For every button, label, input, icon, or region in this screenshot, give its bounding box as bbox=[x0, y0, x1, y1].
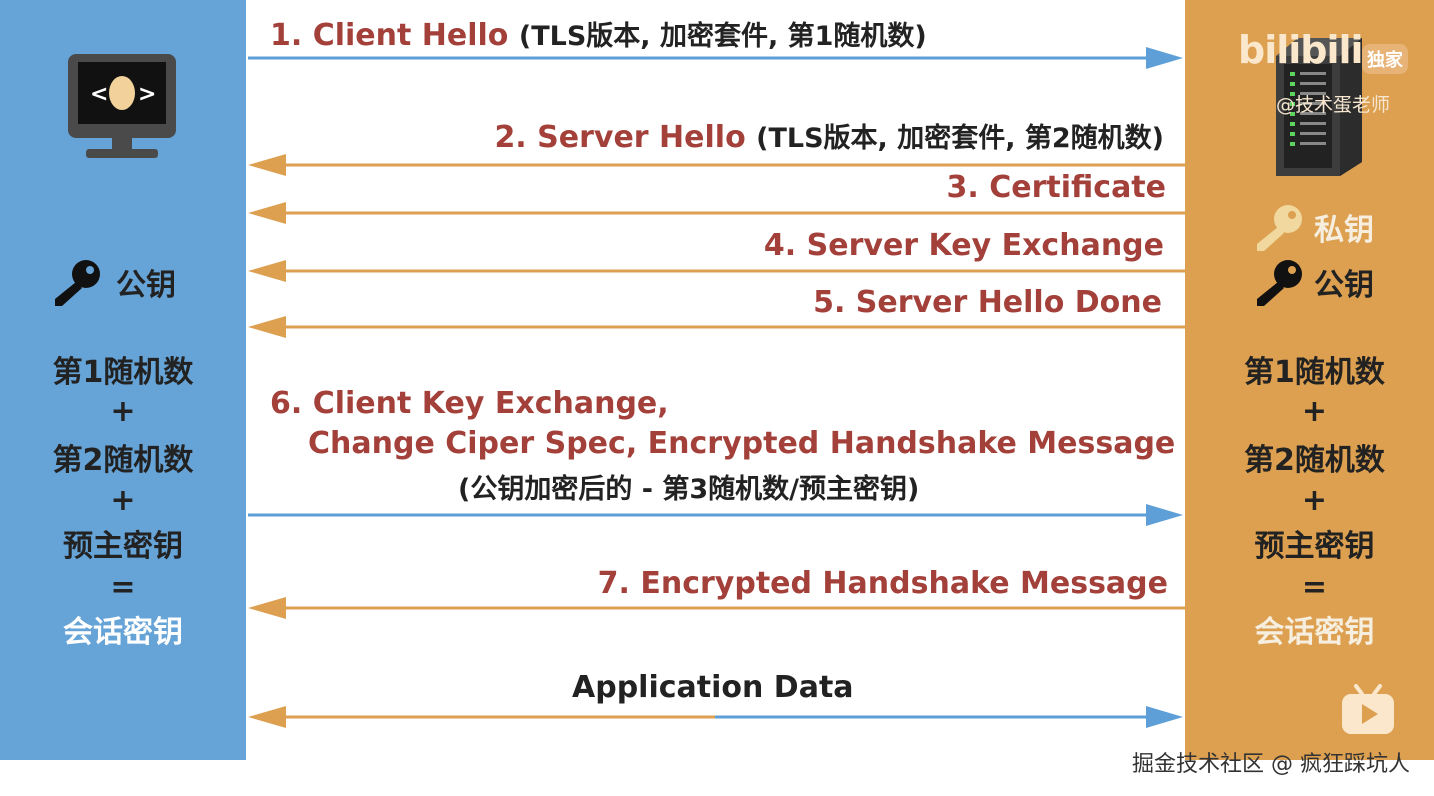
message-server-hello-done: 5. Server Hello Done bbox=[813, 285, 1162, 320]
client-plus-1: + bbox=[110, 394, 136, 429]
arrow-client-hello bbox=[248, 47, 1183, 69]
bilibili-handle: @技术蛋老师 bbox=[1276, 94, 1391, 116]
footer-watermark: 掘金技术社区 @ 疯狂踩坑人 bbox=[1132, 752, 1410, 777]
server-plus-2: + bbox=[1301, 483, 1328, 518]
computer-monitor-icon: < > bbox=[68, 54, 176, 158]
server-random-2: 第2随机数 bbox=[1244, 443, 1385, 478]
message-server-key-exchange: 4. Server Key Exchange bbox=[763, 228, 1164, 263]
server-plus-1: + bbox=[1301, 394, 1328, 429]
message-client-key-exchange-line2: Change Ciper Spec, Encrypted Handshake M… bbox=[308, 426, 1176, 461]
client-session-key: 会话密钥 bbox=[63, 615, 183, 650]
bottom-strip bbox=[0, 760, 1434, 796]
message-client-hello: 1. Client Hello (TLS版本, 加密套件, 第1随机数) bbox=[270, 18, 927, 55]
server-premaster-key: 预主密钥 bbox=[1254, 529, 1375, 564]
client-plus-2: + bbox=[110, 483, 136, 518]
arrow-application-data bbox=[248, 706, 1183, 728]
message-application-data: Application Data bbox=[572, 670, 854, 705]
server-session-key: 会话密钥 bbox=[1254, 615, 1375, 650]
message-client-key-exchange-detail: (公钥加密后的 - 第3随机数/预主密钥) bbox=[458, 474, 920, 505]
bilibili-logo: bilibili bbox=[1238, 28, 1364, 72]
client-premaster-key: 预主密钥 bbox=[63, 529, 183, 564]
arrow-client-key-exchange bbox=[248, 504, 1183, 526]
server-random-1: 第1随机数 bbox=[1244, 355, 1385, 390]
client-equals: = bbox=[110, 570, 136, 605]
arrow-server-key-exchange bbox=[248, 260, 1185, 282]
server-equals: = bbox=[1301, 570, 1328, 605]
client-public-key-label: 公钥 bbox=[116, 268, 176, 303]
message-server-hello-detail: (TLS版本, 加密套件, 第2随机数) bbox=[756, 123, 1164, 154]
arrow-server-hello bbox=[248, 154, 1185, 176]
arrow-server-hello-done bbox=[248, 316, 1185, 338]
client-random-1: 第1随机数 bbox=[52, 355, 194, 390]
svg-text:<: < bbox=[90, 82, 108, 107]
bilibili-badge: 独家 bbox=[1362, 44, 1408, 74]
message-server-hello: 2. Server Hello (TLS版本, 加密套件, 第2随机数) bbox=[494, 120, 1164, 157]
client-random-2: 第2随机数 bbox=[52, 443, 194, 478]
message-server-hello-label: 2. Server Hello bbox=[494, 120, 746, 155]
message-client-hello-detail: (TLS版本, 加密套件, 第1随机数) bbox=[518, 21, 927, 52]
key-icon bbox=[1257, 260, 1302, 306]
server-private-key-label: 私钥 bbox=[1314, 213, 1374, 248]
svg-text:>: > bbox=[138, 82, 156, 107]
server-rack-icon bbox=[1276, 38, 1362, 176]
arrow-encrypted-handshake bbox=[248, 597, 1185, 619]
private-key-icon bbox=[1257, 205, 1302, 251]
message-certificate: 3. Certificate bbox=[946, 170, 1166, 205]
key-icon bbox=[55, 260, 100, 306]
message-client-key-exchange-line1: 6. Client Key Exchange, bbox=[270, 386, 669, 421]
bilibili-tv-icon bbox=[1342, 684, 1394, 734]
arrow-certificate bbox=[248, 202, 1185, 224]
message-client-hello-label: 1. Client Hello bbox=[270, 18, 509, 53]
message-encrypted-handshake: 7. Encrypted Handshake Message bbox=[597, 566, 1168, 601]
server-public-key-label: 公钥 bbox=[1314, 268, 1374, 303]
